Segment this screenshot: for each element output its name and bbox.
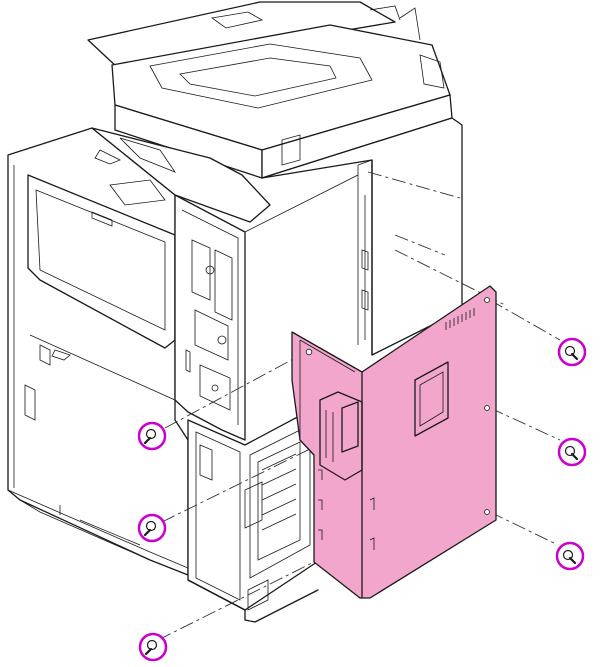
side-cover-panel bbox=[291, 285, 497, 599]
screw-icon bbox=[137, 421, 167, 451]
screw-icon bbox=[555, 541, 585, 571]
screw-icon bbox=[137, 513, 167, 543]
screw-icon bbox=[557, 437, 587, 467]
screw-icon bbox=[138, 632, 168, 662]
screw-icon bbox=[557, 337, 587, 367]
screw-callouts bbox=[137, 337, 587, 662]
printer-body bbox=[7, 117, 463, 623]
